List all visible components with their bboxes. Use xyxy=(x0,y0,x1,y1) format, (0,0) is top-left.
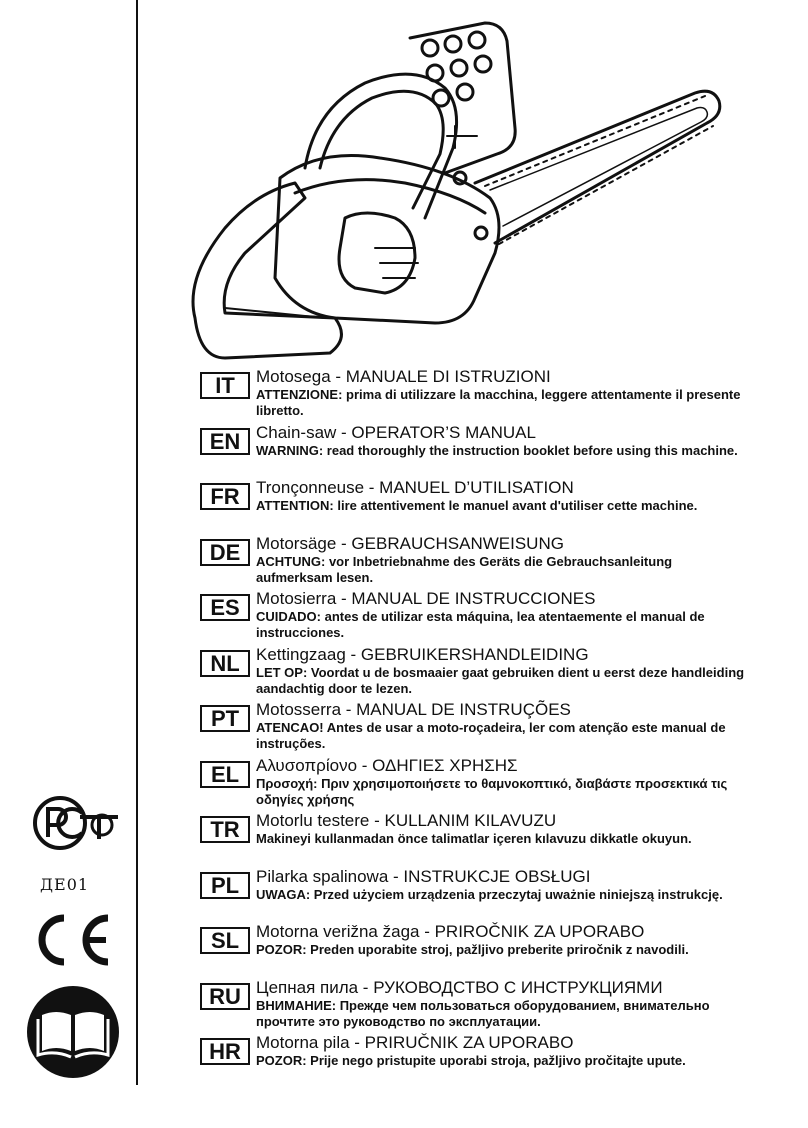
manual-title: Motosega - MANUALE DI ISTRUZIONI xyxy=(256,367,551,386)
warning-text: UWAGA: Przed użyciem urządzenia przeczyt… xyxy=(256,887,746,903)
warning-text: POZOR: Prije nego pristupite uporabi str… xyxy=(256,1053,746,1069)
warning-text: ВНИМАНИЕ: Прежде чем пользоваться оборуд… xyxy=(256,998,746,1030)
manual-title: Chain-saw - OPERATOR’S MANUAL xyxy=(256,422,536,442)
warning-body: Przed użyciem urządzenia przeczytaj uważ… xyxy=(310,886,723,902)
warning-label: POZOR: xyxy=(256,942,307,957)
warning-body: Preden uporabite stroj, pažljivo preberi… xyxy=(306,942,689,957)
language-code: HR xyxy=(200,1038,250,1065)
language-code: ES xyxy=(200,594,250,621)
manual-title: Kettingzaag - GEBRUIKERSHANDLEIDING xyxy=(256,644,589,664)
warning-body: Antes de usar a moto-roçadeira, ler com … xyxy=(256,720,726,751)
warning-label: ATTENZIONE: xyxy=(256,387,343,402)
warning-label: LET OP: xyxy=(256,664,308,680)
warning-label: POZOR: xyxy=(256,1053,307,1068)
warning-text: WARNING: read thoroughly the instruction… xyxy=(256,443,746,459)
manual-title: Motosierra - MANUAL DE INSTRUCCIONES xyxy=(256,589,596,608)
warning-label: UWAGA: xyxy=(256,886,311,902)
warning-text: ATTENTION: lire attentivement le manuel … xyxy=(256,498,746,514)
warning-body: Прежде чем пользоваться оборудованием, в… xyxy=(256,997,710,1029)
language-entry-en: EN Chain-saw - OPERATOR’S MANUAL WARNING… xyxy=(200,422,760,480)
warning-text: Προσοχή: Πριν χρησιμοποιήσετε το θαμνοκο… xyxy=(256,776,746,808)
manual-title: Цепная пила - РУКОВОДСТВО С ИНСТРУКЦИЯМИ xyxy=(256,977,663,997)
warning-body: Prije nego pristupite uporabi stroja, pa… xyxy=(306,1053,686,1068)
warning-label: ACHTUNG: xyxy=(256,553,326,569)
manual-title: Αλυσοπρίονο - ΟΔΗΓΙΕΣ ΧΡΗΣΗΣ xyxy=(256,755,518,775)
warning-label: Προσοχή: xyxy=(256,775,318,791)
certification-code: ДЕ01 xyxy=(40,875,90,894)
pct-certification-icon xyxy=(33,796,118,850)
language-entry-pl: PL Pilarka spalinowa - INSTRUKCJE OBSŁUG… xyxy=(200,866,760,924)
manual-title: Motorna pila - PRIRUČNIK ZA UPORABO xyxy=(256,1033,574,1052)
language-code: NL xyxy=(200,649,250,677)
warning-text: ATTENZIONE: prima di utilizzare la macch… xyxy=(256,387,746,419)
language-code: PT xyxy=(200,705,250,732)
warning-body: Voordat u de bosmaaier gaat gebruiken di… xyxy=(256,664,745,696)
manual-title: Pilarka spalinowa - INSTRUKCJE OBSŁUGI xyxy=(256,866,591,886)
warning-text: Makineyi kullanmadan önce talimatlar içe… xyxy=(256,831,746,847)
warning-text: ATENCAO! Antes de usar a moto-roçadeira,… xyxy=(256,720,746,752)
warning-text: POZOR: Preden uporabite stroj, pažljivo … xyxy=(256,942,746,958)
warning-label: CUIDADO: xyxy=(256,609,321,624)
warning-body: read thoroughly the instruction booklet … xyxy=(323,442,738,458)
language-entry-fr: FR Tronçonneuse - MANUEL D’UTILISATION A… xyxy=(200,478,760,535)
warning-text: ACHTUNG: vor Inbetriebnahme des Geräts d… xyxy=(256,554,746,586)
warning-body: Makineyi kullanmadan önce talimatlar içe… xyxy=(256,831,692,846)
language-entry-es: ES Motosierra - MANUAL DE INSTRUCCIONES … xyxy=(200,589,760,646)
manual-title: Motosserra - MANUAL DE INSTRUÇÕES xyxy=(256,700,571,719)
language-entry-pt: PT Motosserra - MANUAL DE INSTRUÇÕES ATE… xyxy=(200,700,760,757)
language-code: SL xyxy=(200,927,250,954)
language-entry-tr: TR Motorlu testere - KULLANIM KILAVUZU M… xyxy=(200,811,760,868)
language-code: PL xyxy=(200,871,250,899)
sidebar: ДЕ01 xyxy=(0,0,136,1128)
language-entry-el: EL Αλυσοπρίονο - ΟΔΗΓΙΕΣ ΧΡΗΣΗΣ Προσοχή:… xyxy=(200,755,760,813)
divider-line xyxy=(136,0,138,1085)
chainsaw-illustration xyxy=(191,21,722,360)
warning-label: ATTENTION: xyxy=(256,498,334,513)
warning-body: Πριν χρησιμοποιήσετε το θαμνοκοπτικό, δι… xyxy=(256,775,728,807)
language-code: IT xyxy=(200,372,250,399)
warning-label: ВНИМАНИЕ: xyxy=(256,997,337,1013)
language-entry-de: DE Motorsäge - GEBRAUCHSANWEISUNG ACHTUN… xyxy=(200,533,760,591)
language-code: RU xyxy=(200,982,250,1010)
language-entry-nl: NL Kettingzaag - GEBRUIKERSHANDLEIDING L… xyxy=(200,644,760,702)
language-code: FR xyxy=(200,483,250,510)
manual-title: Motorsäge - GEBRAUCHSANWEISUNG xyxy=(256,533,564,553)
ce-mark-icon xyxy=(38,914,109,966)
language-entry-ru: RU Цепная пила - РУКОВОДСТВО С ИНСТРУКЦИ… xyxy=(200,977,760,1035)
language-entry-hr: HR Motorna pila - PRIRUČNIK ZA UPORABO P… xyxy=(200,1033,760,1090)
language-entry-it: IT Motosega - MANUALE DI ISTRUZIONI ATTE… xyxy=(200,367,760,424)
warning-body: antes de utilizar esta máquina, lea aten… xyxy=(256,609,705,640)
manual-title: Tronçonneuse - MANUEL D’UTILISATION xyxy=(256,478,574,497)
warning-text: CUIDADO: antes de utilizar esta máquina,… xyxy=(256,609,746,641)
warning-body: prima di utilizzare la macchina, leggere… xyxy=(256,387,741,418)
language-code: DE xyxy=(200,538,250,566)
language-entry-sl: SL Motorna verižna žaga - PRIROČNIK ZA U… xyxy=(200,922,760,979)
language-code: EN xyxy=(200,427,250,455)
manual-title: Motorna verižna žaga - PRIROČNIK ZA UPOR… xyxy=(256,922,645,941)
language-code: EL xyxy=(200,760,250,788)
warning-label: ATENCAO! xyxy=(256,720,324,735)
language-list: IT Motosega - MANUALE DI ISTRUZIONI ATTE… xyxy=(200,367,760,1090)
warning-body: vor Inbetriebnahme des Geräts die Gebrau… xyxy=(256,553,673,585)
language-code: TR xyxy=(200,816,250,843)
warning-label: WARNING: xyxy=(256,442,324,458)
warning-body: lire attentivement le manuel avant d'uti… xyxy=(333,498,698,513)
warning-text: LET OP: Voordat u de bosmaaier gaat gebr… xyxy=(256,665,746,697)
read-manual-book-icon xyxy=(27,986,119,1078)
manual-title: Motorlu testere - KULLANIM KILAVUZU xyxy=(256,811,557,830)
